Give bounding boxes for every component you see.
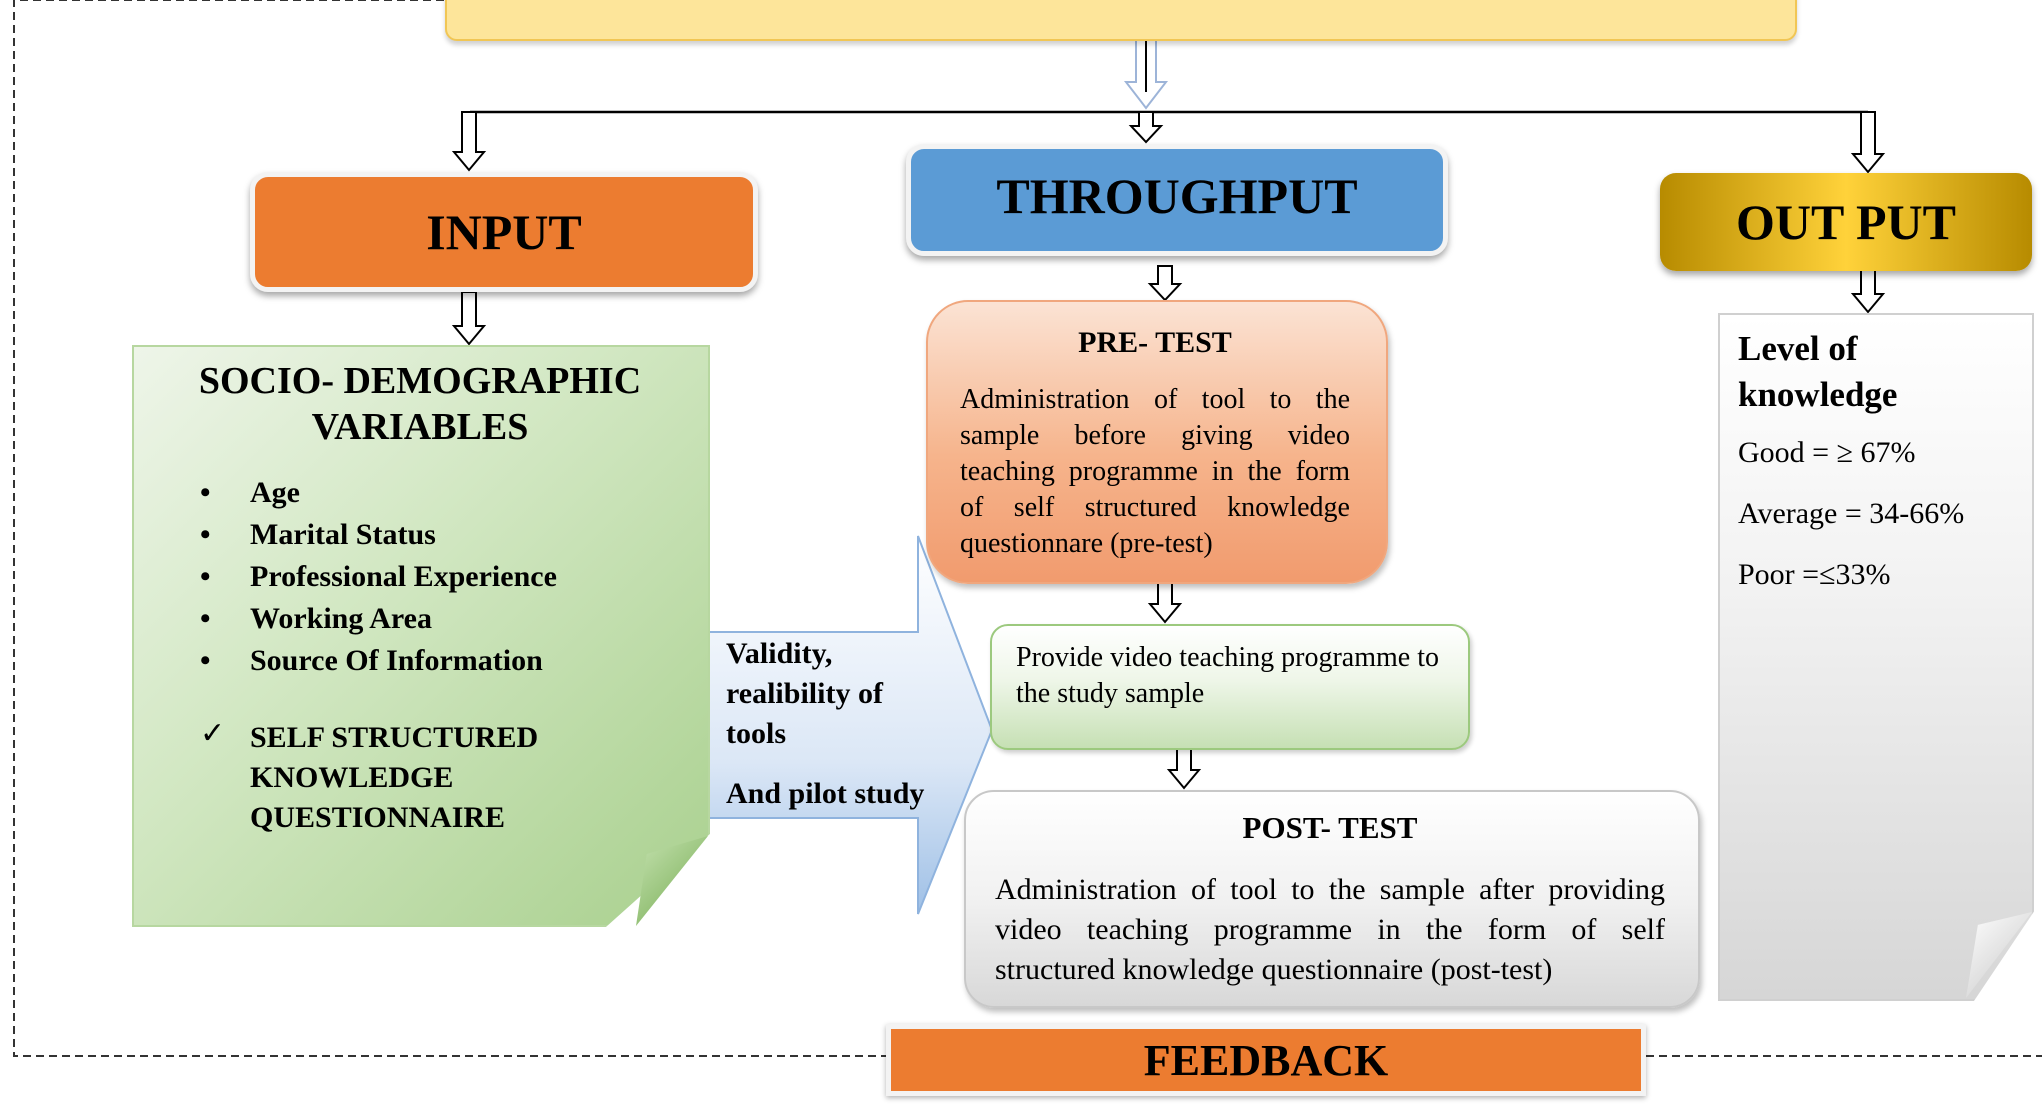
pretest-text: Administration of tool to the sample bef… bbox=[960, 384, 1350, 559]
pretest-box bbox=[926, 300, 1388, 584]
posttest-text: Administration of tool to the sample aft… bbox=[995, 873, 1665, 986]
throughput-header: THROUGHPUT bbox=[906, 144, 1448, 256]
pilot-study-line: And pilot study bbox=[726, 777, 925, 810]
validity-text: Validity, realibility of tools And pilot… bbox=[726, 634, 946, 814]
intervention-text: Provide video teaching programme to the … bbox=[1016, 642, 1439, 709]
validity-line: Validity, realibility of tools bbox=[726, 637, 883, 750]
posttest-title: POST- TEST bbox=[1242, 810, 1418, 845]
intervention-box bbox=[990, 624, 1470, 750]
list-item: Marital Status bbox=[200, 514, 660, 556]
list-item: Source Of Information bbox=[200, 640, 660, 682]
check-icon: ✓ bbox=[200, 717, 226, 750]
input-box-title: SOCIO- DEMOGRAPHIC VARIABLES bbox=[198, 360, 642, 448]
tool-label: SELF STRUCTURED KNOWLEDGE QUESTIONNAIRE bbox=[250, 721, 539, 834]
validity-arrow-shape bbox=[705, 535, 994, 915]
output-header: OUT PUT bbox=[1660, 173, 2032, 271]
pretest-title: PRE- TEST bbox=[1078, 326, 1232, 359]
list-item: Age bbox=[200, 472, 660, 514]
level-poor: Poor =≤33% bbox=[1738, 558, 1891, 591]
list-item: Professional Experience bbox=[200, 556, 660, 598]
input-header: INPUT bbox=[250, 172, 758, 292]
variables-list: Age Marital Status Professional Experien… bbox=[200, 472, 660, 682]
level-average: Average = 34-66% bbox=[1738, 497, 1965, 530]
output-box-title: Level of knowledge bbox=[1738, 329, 1898, 414]
posttest-box bbox=[964, 790, 1700, 1008]
list-item: Working Area bbox=[200, 598, 660, 640]
feedback-box: FEEDBACK bbox=[886, 1024, 1646, 1096]
hollow-arrows bbox=[451, 111, 1886, 790]
level-good: Good = ≥ 67% bbox=[1738, 436, 1916, 469]
output-box bbox=[1718, 313, 2034, 1001]
title-banner bbox=[445, 0, 1797, 41]
